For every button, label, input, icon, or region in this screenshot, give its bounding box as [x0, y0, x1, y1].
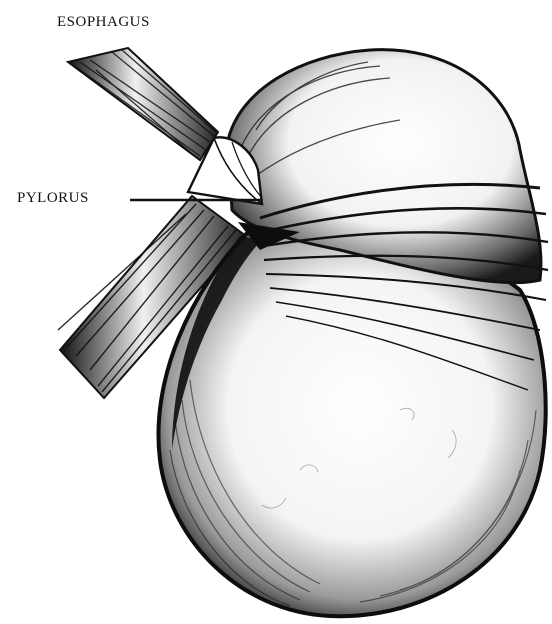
label-pylorus: PYLORUS: [17, 190, 89, 207]
esophagus-tube: [68, 48, 218, 160]
label-esophagus: ESOPHAGUS: [57, 14, 150, 31]
